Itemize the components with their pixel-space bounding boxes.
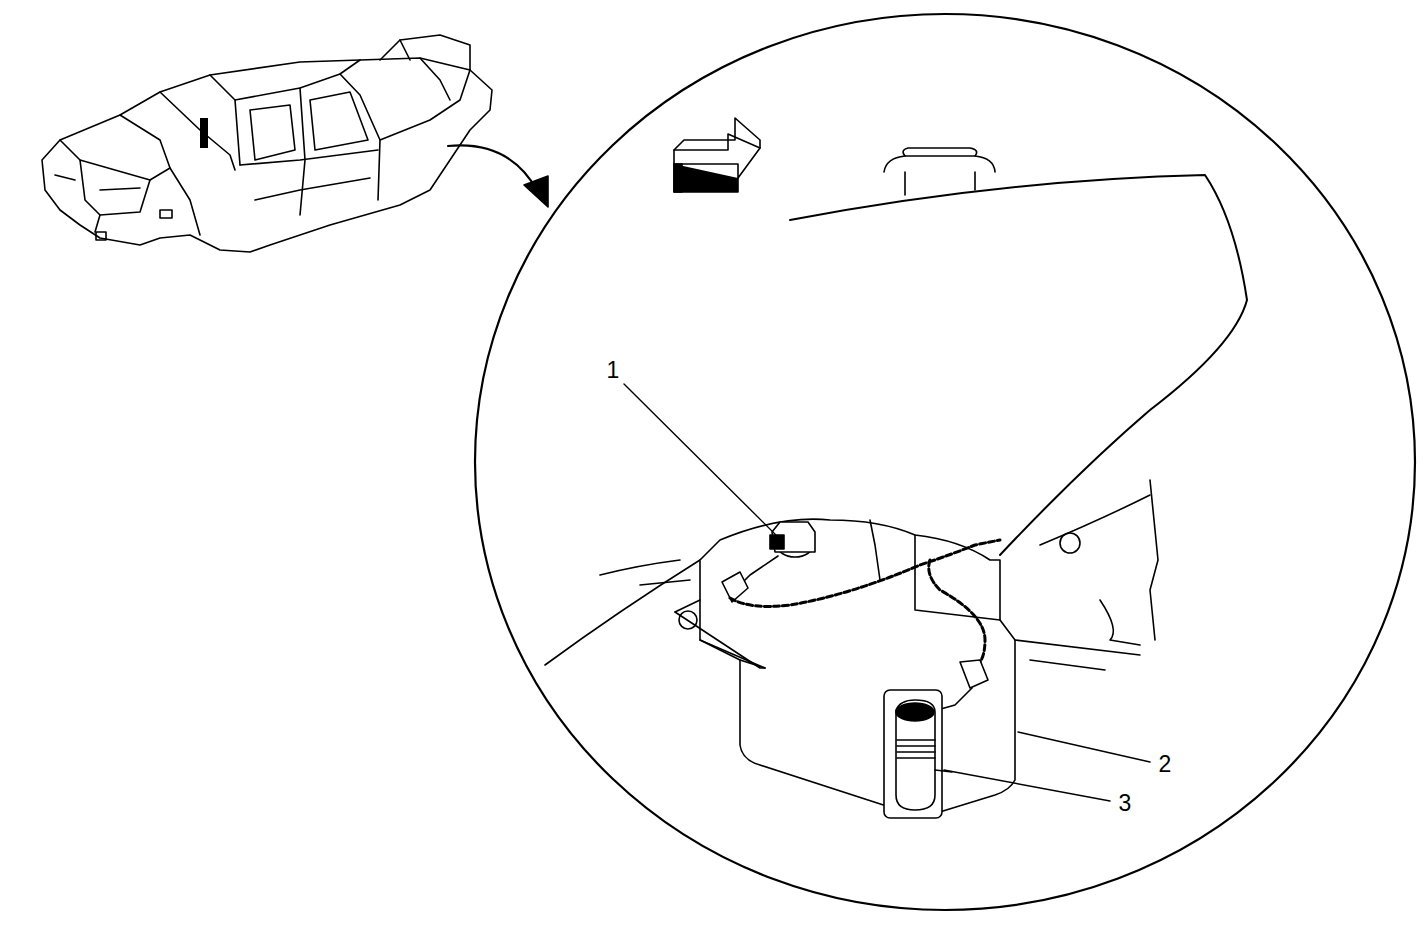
vehicle-body: [42, 35, 492, 252]
level-sensor: [770, 522, 815, 557]
direction-arrow: [674, 118, 760, 192]
leader-line: [1018, 732, 1150, 762]
callout-number: 1: [606, 359, 621, 382]
detail-circle: [475, 14, 1415, 910]
washer-reservoir: [675, 519, 1140, 816]
pointer-arrow: [448, 145, 548, 207]
leader-line: [624, 384, 783, 542]
wiring-harness: [722, 540, 1000, 712]
leader-lines: [624, 384, 1150, 801]
washer-pump: [884, 690, 952, 818]
filler-cap: [884, 148, 995, 195]
callout-number: 3: [1118, 792, 1133, 815]
callout-number: 2: [1158, 753, 1173, 776]
leader-line: [944, 770, 1110, 801]
